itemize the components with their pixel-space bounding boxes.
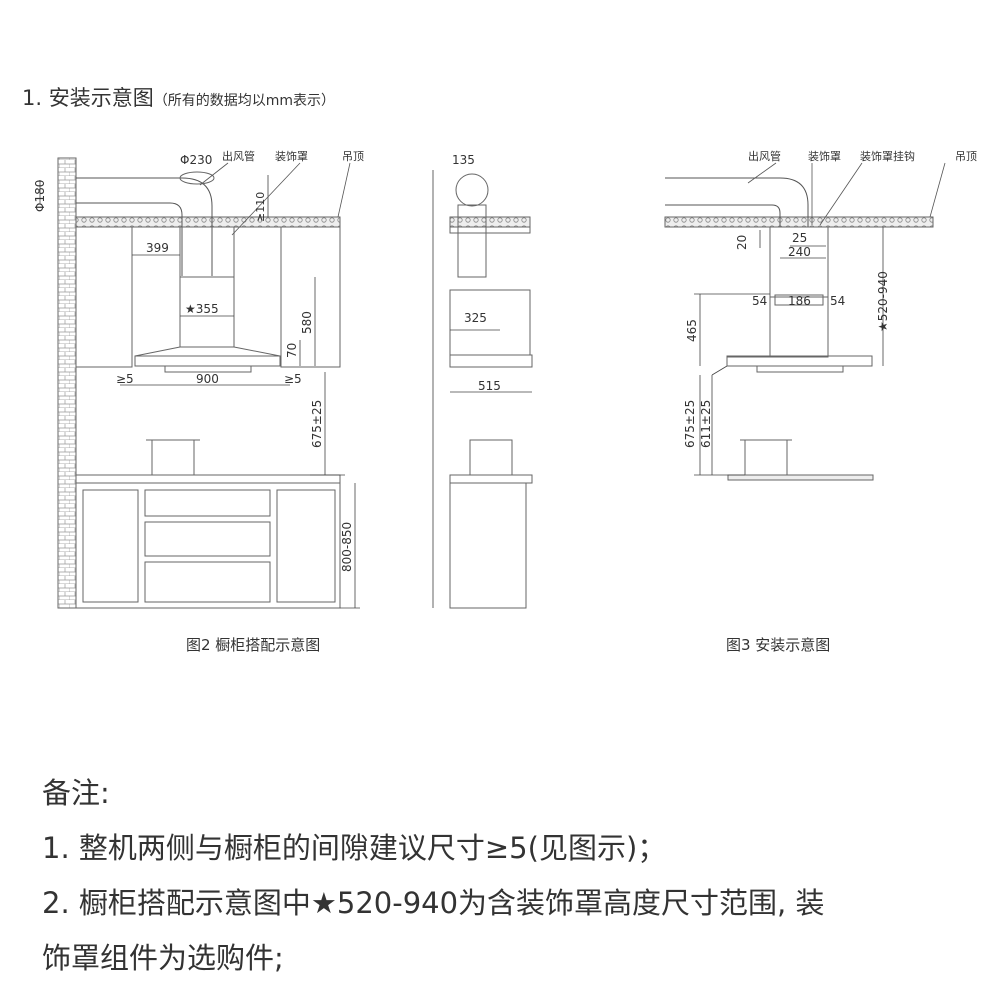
fig2-dim-800-850: 800-850 — [340, 522, 354, 572]
fig3-ceiling-board — [664, 216, 934, 228]
base-cabinet — [75, 482, 341, 609]
ceiling-board — [75, 216, 341, 228]
fig3-dim-465: 465 — [685, 319, 699, 342]
decor-cover — [179, 226, 235, 278]
outlet-duct — [76, 177, 213, 276]
fig2-dim-135: 135 — [452, 153, 475, 167]
fig3-caption: 图3 安装示意图 — [726, 636, 831, 654]
fig2-label-decor-cover: 装饰罩 — [275, 149, 308, 163]
brick-wall — [57, 157, 77, 609]
fig2-dim-ge110: ≥110 — [254, 192, 267, 222]
title-main: 1. 安装示意图 — [22, 86, 154, 110]
fig3-outlet-duct — [665, 177, 809, 227]
fig3-dim-240: 240 — [788, 245, 811, 259]
fig2-side-view — [432, 170, 533, 609]
fig3-install-view — [664, 162, 946, 481]
section-title: 1. 安装示意图（所有的数据均以mm表示） — [22, 82, 335, 112]
fig2-dim-580: 580 — [300, 311, 314, 334]
side-duct — [455, 173, 489, 207]
fig3-dim-675: 675±25 — [683, 400, 697, 448]
fig2-dim-d180: Φ180 — [33, 180, 47, 212]
fig2-dim-gap-right: ≥5 — [284, 372, 302, 386]
fig3-label-ceiling: 吊顶 — [955, 150, 977, 163]
installation-diagram: 出风管 装饰罩 吊顶 Φ230 Φ180 ≥110 399 ★355 580 7… — [33, 149, 977, 609]
wall-cabinet-right — [280, 226, 341, 368]
side-hood — [449, 354, 533, 368]
fig3-dim-54b: 54 — [830, 294, 845, 308]
fig3-dim-186: 186 — [788, 294, 811, 308]
fig3-dim-54a: 54 — [752, 294, 767, 308]
fig2-label-ceiling: 吊顶 — [342, 150, 364, 163]
fig2-dim-399: 399 — [146, 241, 169, 255]
notes-heading: 备注: — [42, 776, 110, 810]
fig3-pot — [744, 439, 788, 476]
side-pot — [469, 439, 513, 476]
notes-section: 备注: 1. 整机两侧与橱柜的间隙建议尺寸≥5(见图示)； 2. 橱柜搭配示意图… — [42, 766, 982, 986]
fig3-dim-611: 611±25 — [699, 400, 713, 448]
fig3-dim-25: 25 — [792, 231, 807, 245]
fig2-dim-675: 675±25 — [310, 400, 324, 448]
fig3-label-cover-hook: 装饰罩挂钩 — [860, 149, 915, 163]
hood-canopy — [134, 355, 281, 367]
fig2-front-view — [39, 157, 360, 609]
fig2-label-outlet-pipe: 出风管 — [222, 149, 255, 163]
fig2-dim-gap-left: ≥5 — [116, 372, 134, 386]
note-line-1: 1. 整机两侧与橱柜的间隙建议尺寸≥5(见图示)； — [42, 831, 667, 865]
fig2-dim-515: 515 — [478, 379, 501, 393]
wall-cabinet-left — [75, 226, 133, 368]
note-line-2a: 2. 橱柜搭配示意图中★520-940为含装饰罩高度尺寸范围, 装 — [42, 886, 825, 920]
fig2-dim-star355: ★355 — [185, 302, 219, 316]
fig2-caption: 图2 橱柜搭配示意图 — [186, 636, 321, 654]
note-line-2b: 饰罩组件为选购件; — [42, 941, 284, 975]
fig3-dim-star520: ★520-940 — [876, 271, 890, 332]
fig2-dim-70: 70 — [285, 343, 299, 358]
fig2-dim-900: 900 — [196, 372, 219, 386]
title-sub: （所有的数据均以mm表示） — [153, 93, 335, 109]
fig2-dim-325: 325 — [464, 311, 487, 325]
fig3-label-decor-cover: 装饰罩 — [808, 149, 841, 163]
pot — [151, 439, 195, 476]
fig2-dim-d230: Φ230 — [180, 153, 212, 167]
fig3-dim-20: 20 — [735, 235, 749, 250]
fig3-label-outlet-pipe: 出风管 — [748, 149, 781, 163]
